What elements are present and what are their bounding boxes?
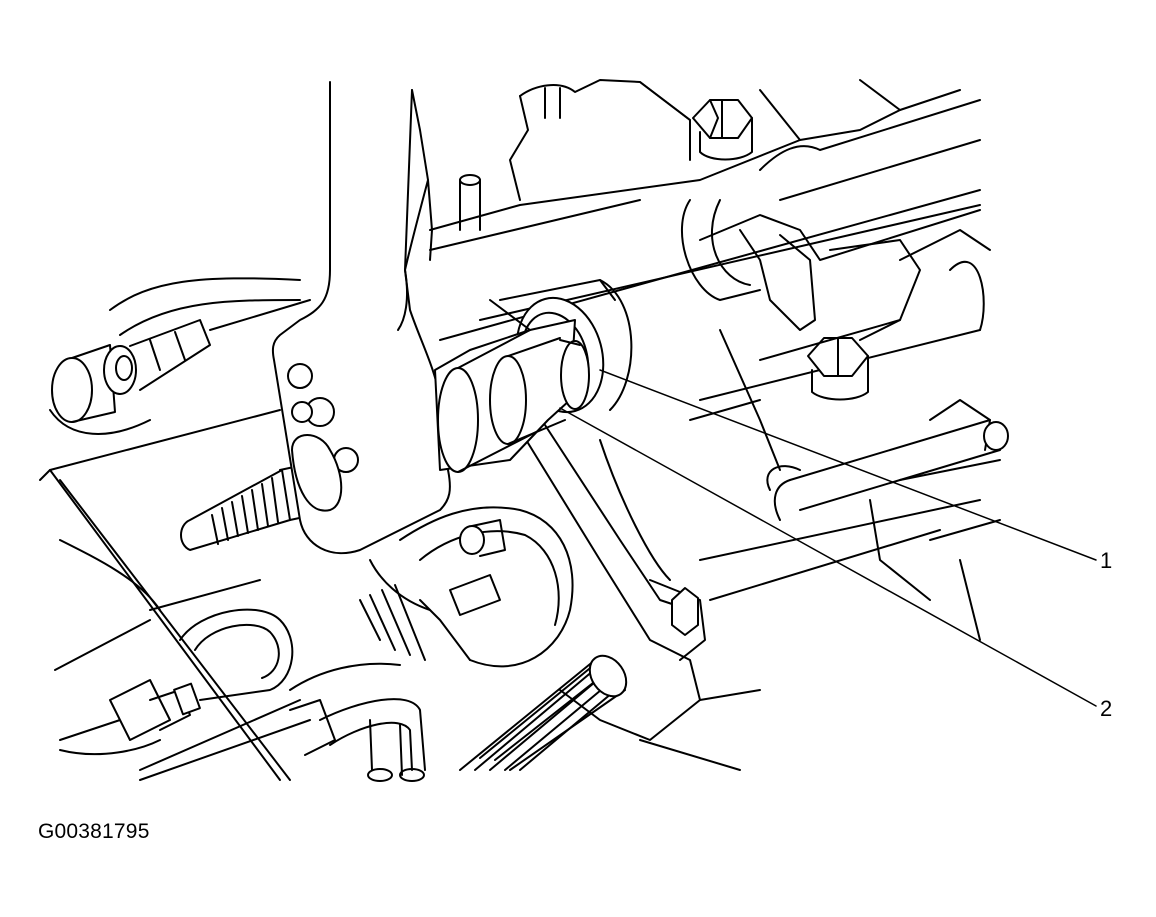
callout-label-2: 2 <box>1100 696 1113 721</box>
mounting-bracket <box>520 425 760 770</box>
tubes-lower-left <box>60 610 425 781</box>
leader-line-1 <box>600 370 1096 560</box>
wrench-illustration <box>273 82 450 553</box>
pulley-lower <box>360 507 573 666</box>
threaded-rod-lower <box>460 649 634 770</box>
figure-id-label: G00381795 <box>38 820 150 843</box>
bracket-clamp <box>682 100 980 330</box>
callout-leaders <box>560 370 1096 706</box>
housing-plate <box>40 410 290 780</box>
bearing-installer-tool <box>435 280 631 472</box>
leader-line-2 <box>560 408 1096 706</box>
hose-right <box>720 320 1008 600</box>
fitting-left <box>50 278 310 434</box>
bolt-right <box>808 338 868 400</box>
bolt-upper <box>693 100 752 160</box>
callout-label-1: 1 <box>1100 548 1113 573</box>
